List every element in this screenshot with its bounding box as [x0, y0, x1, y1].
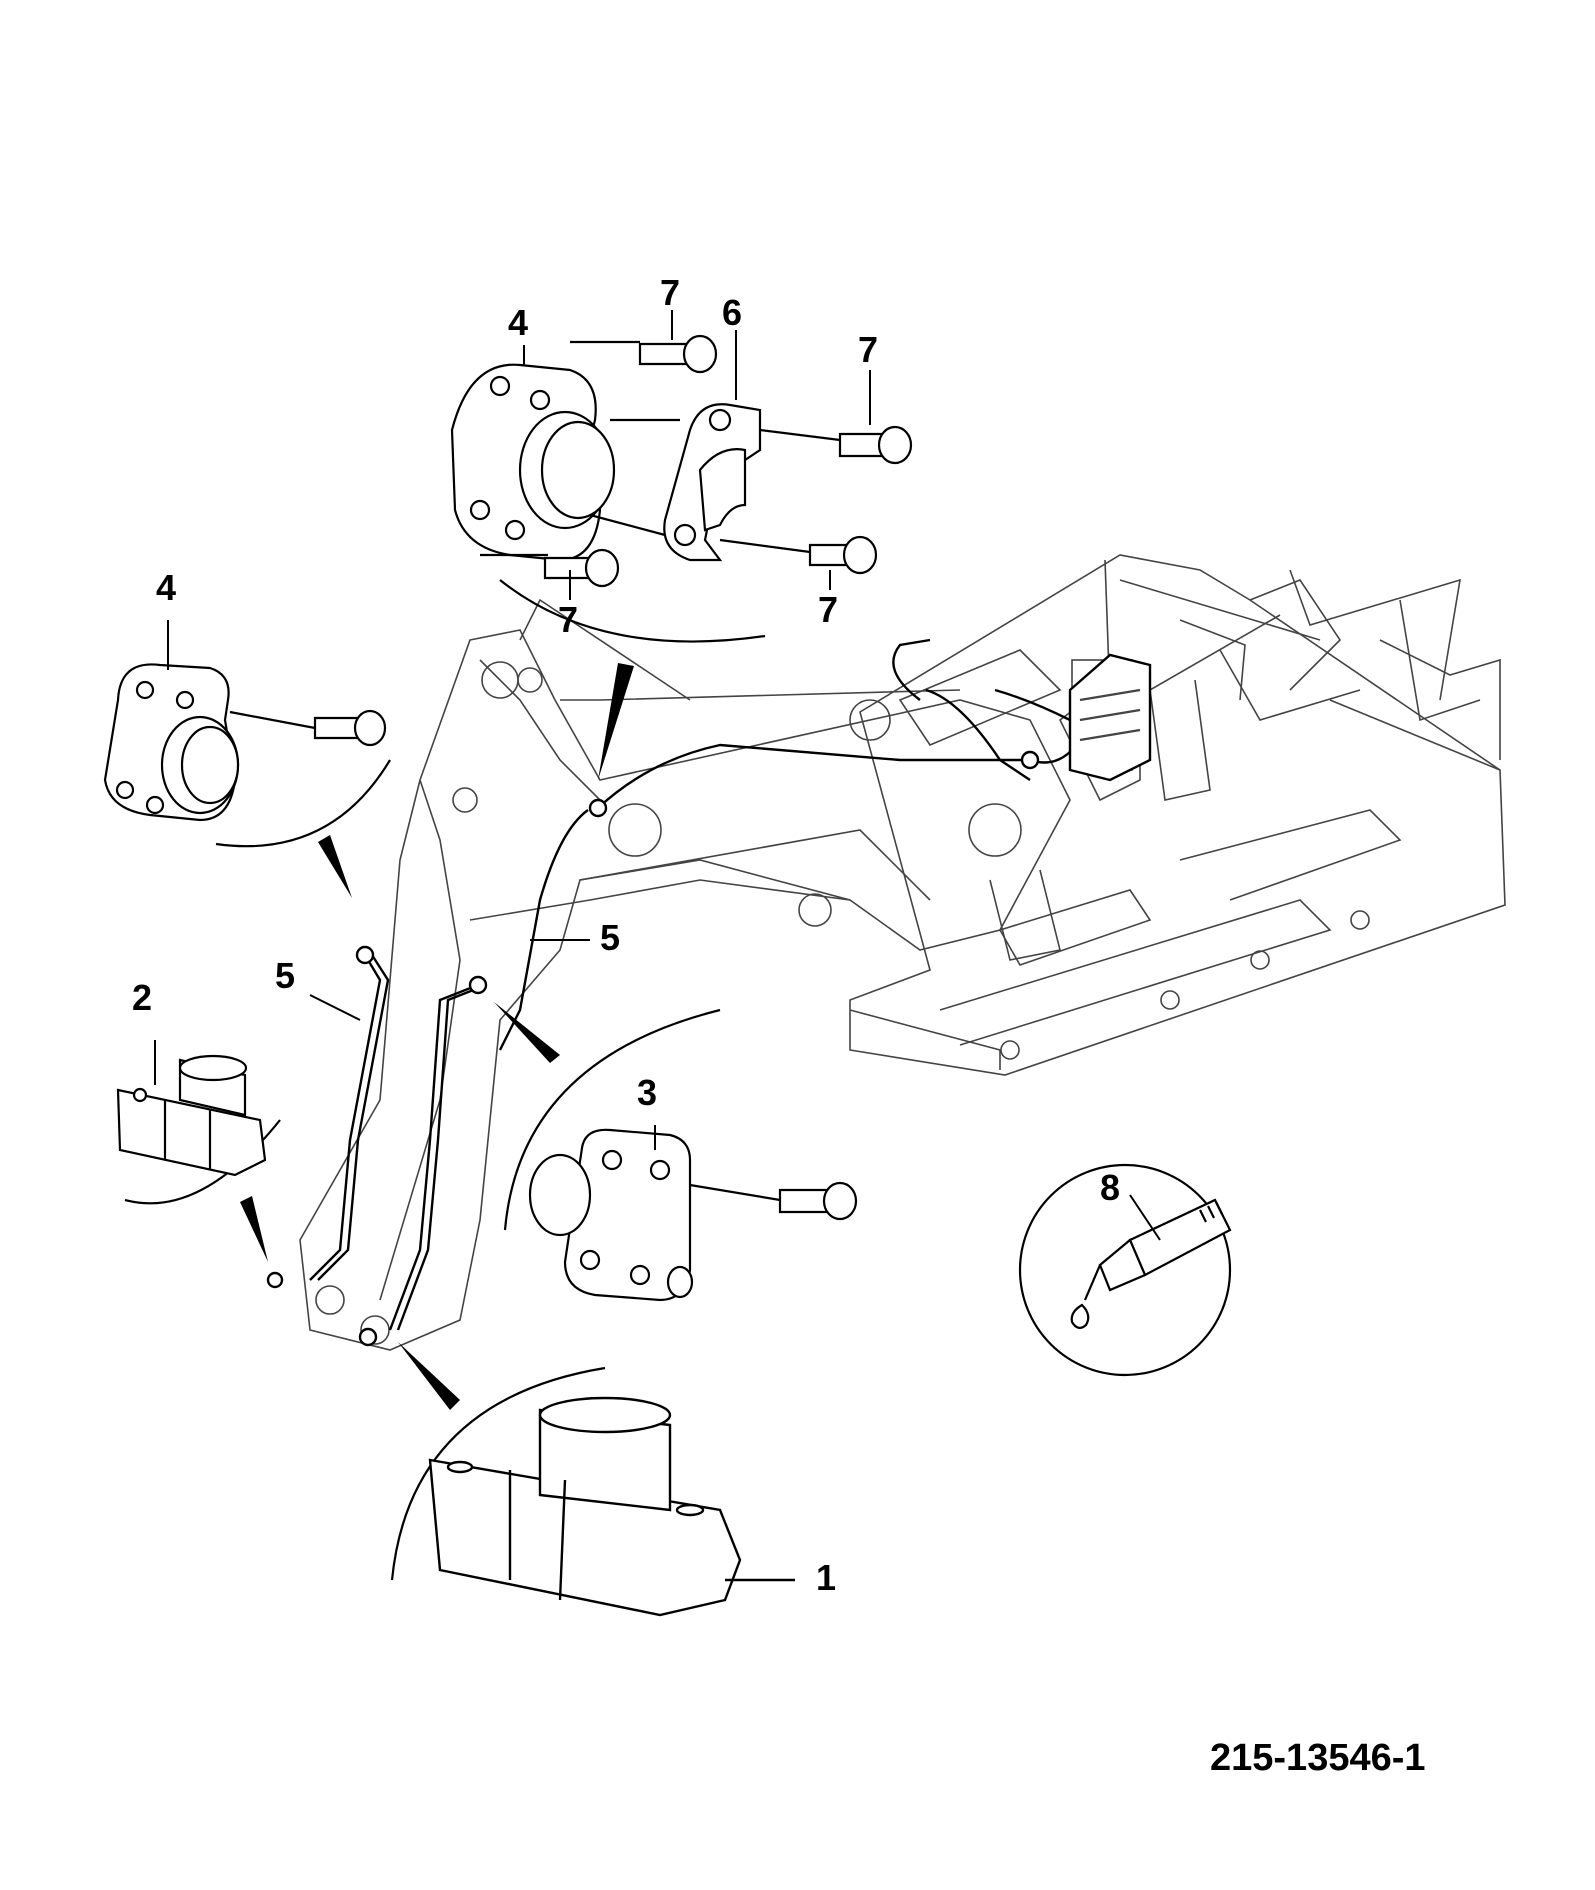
part-1-adapter — [428, 1396, 795, 1617]
callout-7-right: 7 — [858, 329, 878, 370]
callout-5-right: 5 — [600, 917, 620, 958]
part-4-flange-left — [103, 663, 387, 822]
boom-arm — [299, 598, 1071, 1351]
callout-7-top: 7 — [660, 272, 680, 313]
callout-5-left: 5 — [275, 955, 295, 996]
callout-1: 1 — [816, 1557, 836, 1598]
part-6-split-clamp — [589, 403, 762, 562]
part-8-sealant-tube — [1070, 1198, 1232, 1329]
callout-4-left: 4 — [156, 567, 176, 608]
part-7-bolts — [543, 334, 913, 588]
callout-labels: 1 2 3 4 4 5 5 6 7 7 7 7 8 — [132, 272, 1120, 1598]
drawing-number: 215-13546-1 — [1210, 1737, 1426, 1779]
part-2-adapter — [116, 1054, 267, 1177]
callout-8: 8 — [1100, 1167, 1120, 1208]
chassis-frame — [849, 554, 1506, 1076]
leader-lines — [154, 310, 1161, 1241]
callout-4-top: 4 — [508, 302, 528, 343]
detail-arcs — [124, 579, 1232, 1581]
callout-7-bottom-right: 7 — [818, 589, 838, 630]
callout-3: 3 — [637, 1072, 657, 1113]
callout-6: 6 — [722, 292, 742, 333]
part-4-flange-top — [450, 340, 640, 562]
callout-7-bottom-left: 7 — [558, 599, 578, 640]
callout-2: 2 — [132, 977, 152, 1018]
part-3-flange — [528, 1128, 858, 1302]
hydraulic-lines — [266, 638, 1152, 1347]
